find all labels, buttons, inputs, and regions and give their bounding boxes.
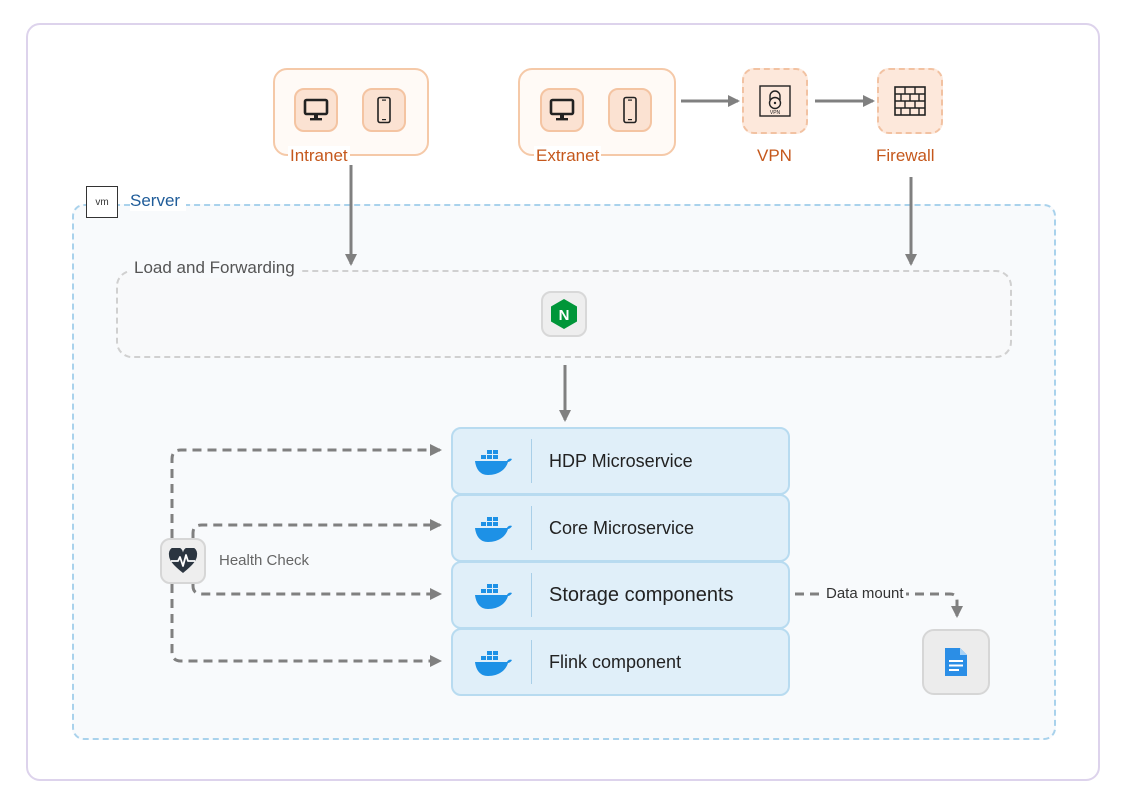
health-line-flink xyxy=(170,584,442,667)
service-name: HDP Microservice xyxy=(549,451,693,471)
divider xyxy=(531,573,532,617)
health-line-storage xyxy=(191,584,442,600)
svg-text:VPN: VPN xyxy=(770,110,781,116)
service-name: Flink component xyxy=(549,652,682,672)
firewall-icon xyxy=(877,68,943,134)
service-name: Core Microservice xyxy=(549,518,695,538)
divider xyxy=(531,439,532,483)
vpn-label: VPN xyxy=(755,146,794,166)
desktop-icon xyxy=(294,88,338,132)
firewall-label: Firewall xyxy=(874,146,937,166)
data-mount-line xyxy=(795,592,963,618)
document-icon xyxy=(922,629,990,695)
divider xyxy=(531,640,532,684)
vm-icon: vm xyxy=(86,186,118,218)
health-line-core xyxy=(191,519,442,538)
health-line-hdp xyxy=(170,444,442,538)
extranet-label: Extranet xyxy=(534,146,602,166)
mobile-icon xyxy=(608,88,652,132)
service-hdp: HDP Microservice xyxy=(451,427,790,495)
mobile-icon xyxy=(362,88,406,132)
data-mount-label: Data mount xyxy=(824,585,906,602)
health-check-icon xyxy=(160,538,206,584)
nginx-icon: N xyxy=(541,291,587,337)
docker-icon xyxy=(475,584,512,609)
docker-icon xyxy=(475,450,512,475)
service-core: Core Microservice xyxy=(451,494,790,562)
docker-icon xyxy=(475,517,512,542)
vpn-icon: VPN xyxy=(742,68,808,134)
intranet-label: Intranet xyxy=(288,146,350,166)
service-flink: Flink component xyxy=(451,628,790,696)
svg-text:N: N xyxy=(559,307,570,324)
service-name: Storage components xyxy=(549,584,734,606)
server-label: Server xyxy=(130,191,187,211)
health-check-label: Health Check xyxy=(219,552,310,569)
load-forwarding-label: Load and Forwarding xyxy=(130,258,299,278)
divider xyxy=(531,506,532,550)
desktop-icon xyxy=(540,88,584,132)
docker-icon xyxy=(475,651,512,676)
